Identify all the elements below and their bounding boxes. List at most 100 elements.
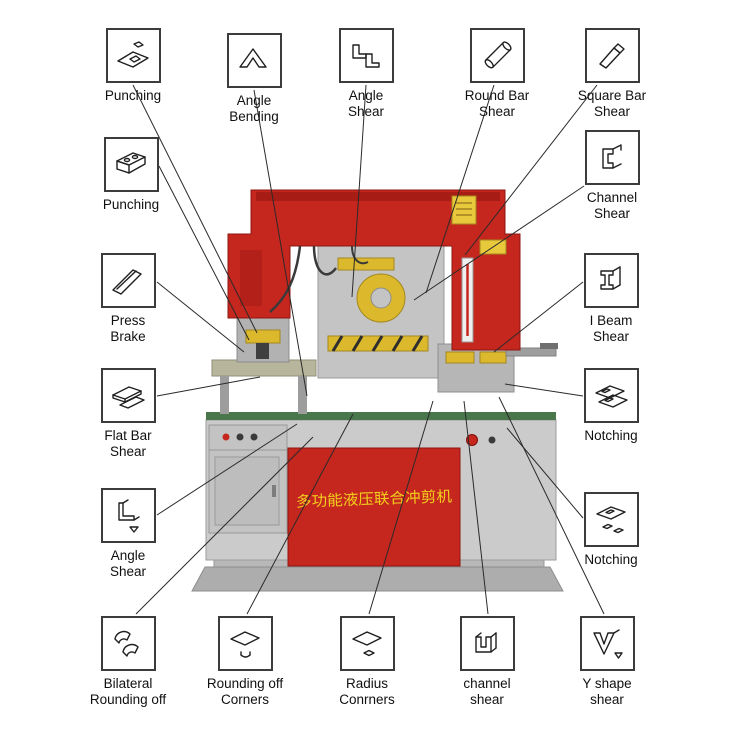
connector-line [156,423,298,516]
callout-angle-shear-top: Angle Shear [311,28,421,120]
connector-line [135,436,314,615]
icon-box [583,492,639,547]
icon-box [584,130,640,185]
i-beam-icon [600,265,621,290]
callout-label: I Beam Shear [589,313,633,344]
hydraulic-hose [351,245,369,265]
square-bar-icon [599,42,625,69]
punch-plate-icon [117,40,149,68]
connector-line [246,413,354,615]
callout-label: Angle Bending [229,93,279,124]
icon-box [469,28,525,83]
y-shape-icon [593,628,623,659]
icon-box [583,253,639,308]
callout-angle-shear-left: Angle Shear [73,488,183,580]
connector-line [498,396,605,615]
door-handle [272,485,276,497]
icon-box [100,253,156,308]
callout-rounding-off-corners: Rounding off Corners [190,616,300,708]
warning-sticker [451,195,477,225]
machine-illustration: 多功能液压联合冲剪机 [191,189,564,592]
icon-box [459,616,515,671]
icon-box [100,368,156,423]
control-button-red [222,433,230,441]
callout-flat-bar-shear: Flat Bar Shear [73,368,183,460]
callout-label: Punching [104,88,162,103]
rounding-corners-icon [230,630,260,658]
cabinet-door [214,456,280,526]
callout-label: Press Brake [110,313,146,344]
connector-line [464,84,598,256]
machine-base [191,566,564,592]
notch-plate-icon [596,505,626,533]
connector-line [506,427,584,519]
callout-label: Channel Shear [586,190,638,221]
icon-box [583,368,639,423]
machine-front-text: 多功能液压联合冲剪机 [296,488,452,510]
control-button [236,433,244,441]
connector-line [413,185,585,301]
callout-angle-bending: Angle Bending [199,33,309,125]
callout-label: Angle Shear [109,548,147,579]
round-bar-icon [484,40,512,68]
icon-box [339,616,395,671]
callout-radius-corners: Radius Conrners [312,616,422,708]
callout-square-bar-shear: Square Bar Shear [557,28,667,120]
shear-station [437,343,515,393]
icon-box [100,488,156,543]
connector-line [463,400,489,615]
radius-corners-icon [352,630,382,656]
callout-label: Angle Shear [347,88,385,119]
press-brake-icon [112,268,142,295]
channel-punch-icon [116,151,146,174]
hydraulic-hose [312,245,338,276]
connector-line [425,84,495,294]
callout-label: Notching [584,552,638,567]
shear-arm [505,347,557,357]
icon-box [105,28,161,83]
notch-plates-icon [595,384,628,408]
callout-label: channel shear [463,676,511,707]
callout-round-bar-shear: Round Bar Shear [442,28,552,120]
callout-label: Punching [102,197,160,212]
connector-lines [132,84,605,615]
callout-label: Flat Bar Shear [104,428,152,459]
callout-label: Square Bar Shear [577,88,647,119]
connector-line [368,400,434,615]
callout-channel-shear-bottom: channel shear [432,616,542,708]
bilateral-rounding-icon [114,630,139,657]
icon-box [100,616,156,671]
emergency-button [466,434,478,446]
power-button [488,436,496,444]
hydraulic-hose [269,245,302,313]
angle-pieces-icon [352,43,380,68]
connector-line [351,84,367,298]
control-button [250,433,258,441]
connector-line [156,281,245,353]
channel-profile-icon [602,143,622,169]
icon-box [584,28,640,83]
callout-i-beam-shear: I Beam Shear [556,253,666,345]
icon-box [579,616,635,671]
connector-line [253,89,308,397]
callout-label: Y shape shear [582,676,632,707]
angle-bending-icon [239,47,267,68]
icon-box [226,33,282,88]
connector-line [158,165,250,341]
punch-tool [256,343,269,359]
connector-line [132,84,258,334]
flat-bar-icon [112,385,145,409]
machine-table-strip [206,412,556,420]
callout-label: Rounding off Corners [206,676,284,707]
callout-notching-lower-right: Notching [556,492,666,568]
angle-profile-icon [118,498,140,533]
callout-bilateral-rounding-off: Bilateral Rounding off [73,616,183,708]
callout-notching-right: Notching [556,368,666,444]
callout-press-brake: Press Brake [73,253,183,345]
connector-line [493,281,584,353]
callout-label: Radius Conrners [339,676,395,707]
connector-line [156,376,261,397]
front-panel [287,447,461,567]
callout-y-shape-shear: Y shape shear [552,616,662,708]
